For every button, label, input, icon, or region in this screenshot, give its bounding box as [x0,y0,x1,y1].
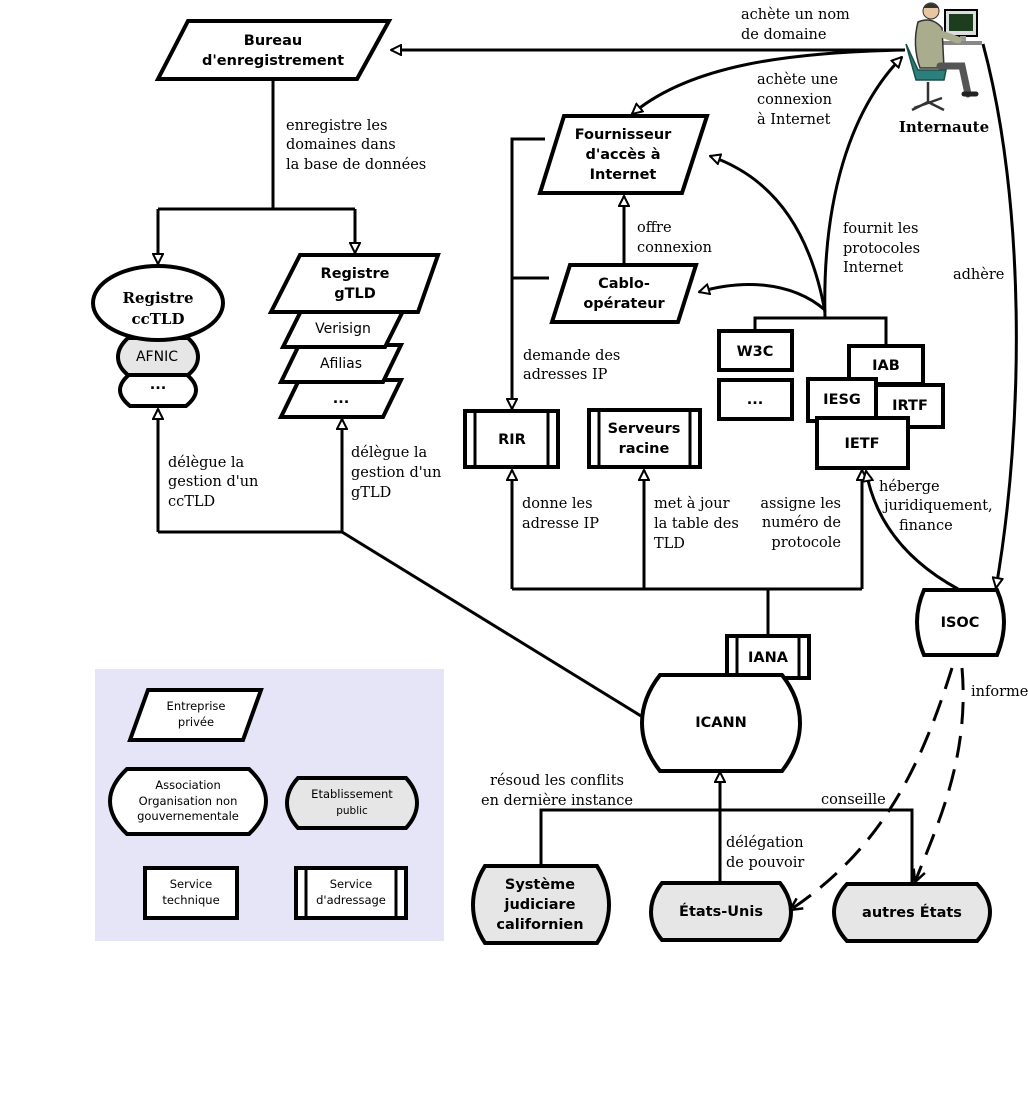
irtf-label: IRTF [892,398,928,414]
edge-fournit [823,57,902,319]
node-iab: IAB [847,344,925,386]
edge-resoud [539,808,914,882]
afnic-label: AFNIC [136,349,178,365]
node-w3c: W3C [717,329,794,372]
label-informe: informe [971,684,1028,700]
person-at-computer-icon [905,2,982,112]
internaute-label: Internaute [899,118,989,136]
node-ietf: IETF [815,416,910,470]
node-cablo-operateur: Cablo-opérateur [549,263,699,324]
verisign-label: Verisign [315,321,371,337]
autres-etats-label: autres États [862,904,962,921]
edge-heberge [866,471,959,591]
label-conseille: conseille [821,792,886,808]
w3c-label: W3C [737,344,774,360]
iana-label: IANA [748,650,789,666]
edge-achete-connexion [632,48,906,114]
ietf-label: IETF [844,436,879,452]
afilias-label: Afilias [320,356,362,372]
label-adhere: adhère [953,267,1004,283]
node-internaute: Internaute [899,2,989,136]
edges [158,43,1018,910]
node-iesg: IESG [806,377,878,423]
edge-adhere [981,43,1018,588]
w3c-more-label: ... [747,392,764,408]
etats-unis-label: États-Unis [679,903,763,920]
icann-label: ICANN [695,715,747,731]
node-rir: RIR [463,409,560,469]
node-autres-etats: autres États [831,882,993,943]
node-icann: ICANN [639,673,803,773]
node-iana: IANA [725,634,811,680]
cablo-label: Cablo-opérateur [583,276,665,312]
gtld-more-label: ... [333,391,350,407]
edge-informe-autres-etats [915,667,965,882]
iab-label: IAB [872,358,900,374]
edge-demande-ip [512,137,545,409]
cctld-more-label: ... [150,377,167,393]
node-etats-unis: États-Unis [648,881,794,942]
isoc-label: ISOC [941,615,980,631]
node-w3c-more: ... [717,378,794,421]
rir-label: RIR [498,432,526,448]
node-isoc: ISOC [914,588,1007,657]
edge-informe-etats-unis [790,667,954,910]
iesg-label: IESG [823,392,861,408]
